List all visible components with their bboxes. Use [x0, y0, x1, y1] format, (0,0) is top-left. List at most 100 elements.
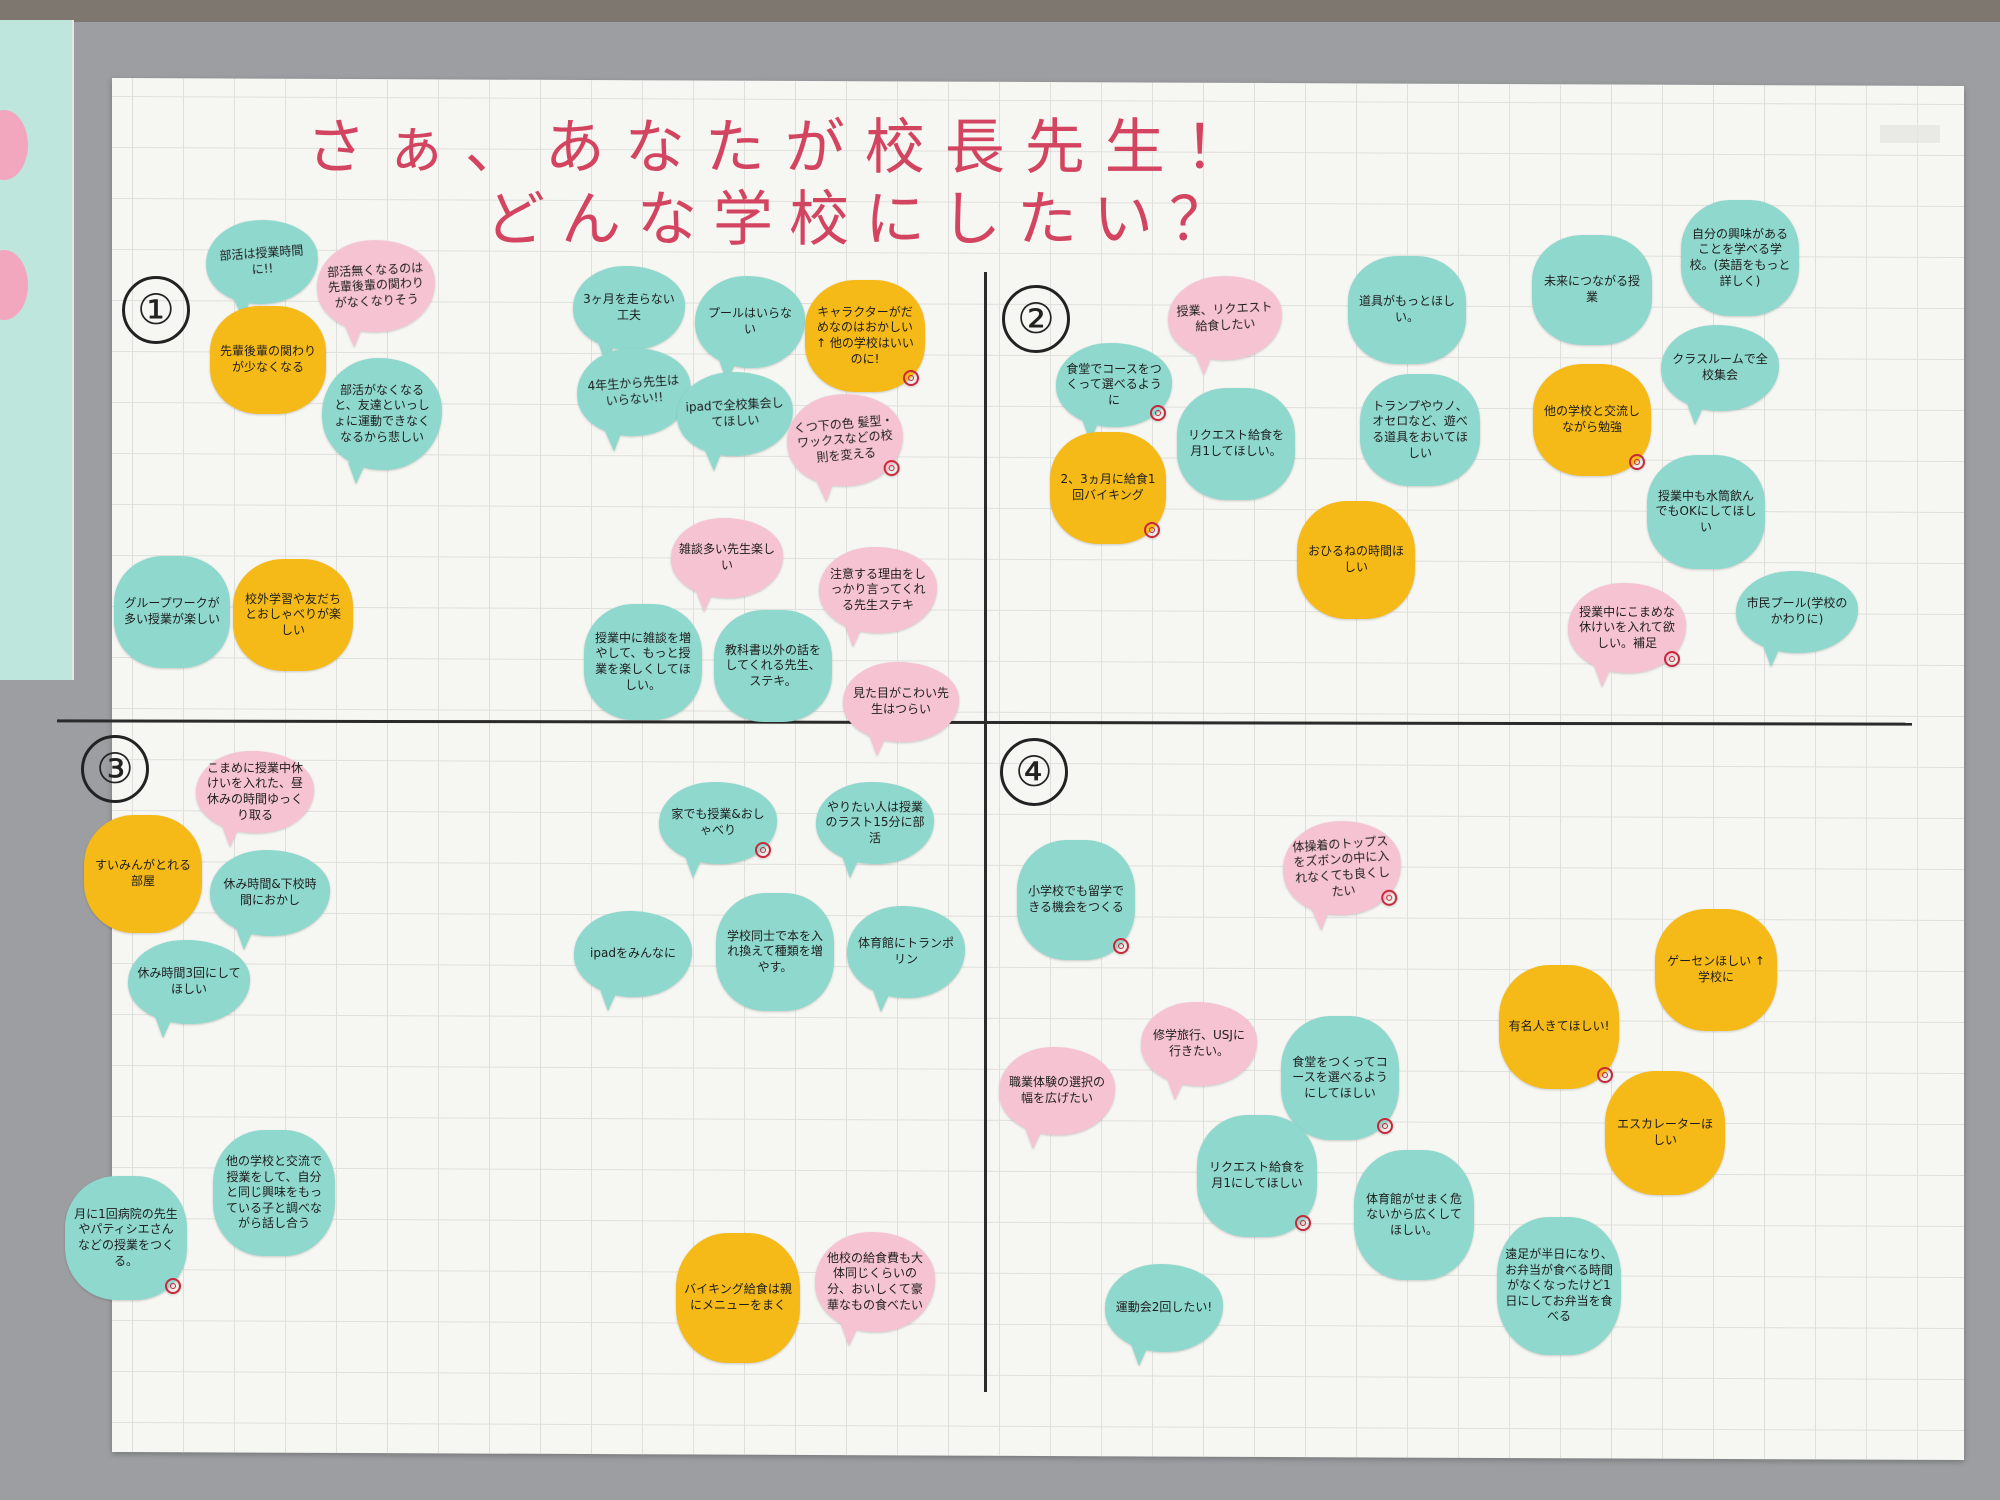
sticky-note: すいみんがとれる部屋 [84, 815, 202, 933]
speech-bubble-tail [841, 856, 860, 878]
speech-bubble-tail [841, 1324, 860, 1346]
speech-bubble-tail [1593, 665, 1612, 687]
sticky-note: トランプやウノ、オセロなど、遊べる道具をおいてほしい [1360, 374, 1480, 486]
sticky-note: 授業中にこまめな休けいを入れて欲しい。補足 [1568, 583, 1686, 687]
sticky-note: 他の学校と交流しながら勉強 [1533, 364, 1651, 476]
sticky-note-text: 他校の給食費も大体同じくらいの分、おいしくて豪華なもの食べたい [826, 1250, 923, 1312]
vertical-divider [984, 272, 987, 1392]
sticky-note-text: ipadで全校集会してほしい [685, 395, 784, 430]
sticky-note: ゲーセンほしい ↑ 学校に [1655, 909, 1777, 1031]
speech-bubble-tail [1311, 907, 1332, 932]
sticky-note-text: トランプやウノ、オセロなど、遊べる道具をおいてほしい [1372, 398, 1468, 460]
sticky-note: 授業中も水筒飲んでもOKにしてほしい [1647, 455, 1765, 569]
sticky-note-text: 休み時間3回にしてほしい [137, 966, 241, 996]
sticky-note-text: ipadをみんなに [590, 946, 676, 961]
sticky-note: 市民プール(学校のかわりに) [1736, 571, 1858, 667]
sticky-note-text: キャラクターがだめなのはおかしい ↑ 他の学校はいいのに! [816, 304, 914, 366]
speech-bubble-tail [844, 625, 863, 647]
sticky-note-text: リクエスト給食を月1にしてほしい [1208, 1160, 1305, 1190]
sticky-note: 道具がもっとほしい。 [1348, 256, 1466, 364]
sticky-note: 職業体験の選択の幅を広げたい [999, 1047, 1115, 1149]
sticky-note: 自分の興味があることを学べる学校。(英語をもっと詳しく) [1681, 200, 1799, 316]
sticky-note: こまめに授業中休けいを入れた、昼休みの時間ゆっくり取る [196, 751, 314, 847]
sticky-note-text: 4年生から先生はいらない!! [587, 373, 680, 408]
sticky-note-text: おひるねの時間ほしい [1307, 544, 1404, 574]
poster-title-line2: どんな学校にしたい？ [485, 185, 1245, 255]
speech-bubble-tail [604, 428, 625, 453]
sticky-note-text: バイキング給食は親にメニューをまく [684, 1282, 792, 1312]
sticky-note: 体育館にトランポリン [847, 906, 965, 1012]
sticky-note-text: 他の学校と交流で授業をして、自分と同じ興味をもっている子と調べながら話し合う [225, 1154, 322, 1231]
sticky-note-text: 運動会2回したい! [1115, 1300, 1213, 1315]
sticky-note: 休み時間3回にしてほしい [128, 940, 250, 1038]
sticky-note-text: プールはいらない [707, 306, 792, 336]
speech-bubble-tail [1024, 1127, 1043, 1149]
sticky-note: 3ヶ月を走らない工夫 [573, 266, 685, 364]
sticky-note-text: グループワークが多い授業が楽しい [123, 596, 220, 626]
double-circle-icon [1597, 1067, 1613, 1083]
quadrant-number-4: ④ [1000, 738, 1068, 806]
sticky-note-text: 道具がもっとほしい。 [1358, 294, 1455, 324]
double-circle-icon [1144, 522, 1160, 538]
sticky-note-text: 他の学校と交流しながら勉強 [1543, 404, 1640, 434]
sticky-note: グループワークが多い授業が楽しい [114, 556, 230, 668]
speech-bubble-tail [1166, 1078, 1185, 1100]
sticky-note-text: 有名人きてほしい! [1508, 1019, 1610, 1034]
sticky-note: 有名人きてほしい! [1499, 965, 1619, 1089]
sticky-note: 食堂をつくってコースを選べるようにしてほしい [1281, 1016, 1399, 1140]
double-circle-icon [755, 842, 771, 858]
sticky-note-text: 家でも授業&おしゃべり [671, 807, 765, 837]
sticky-note-text: 3ヶ月を走らない工夫 [583, 292, 675, 322]
quadrant-number-3: ③ [81, 735, 149, 803]
sticky-note-text: クラスルームで全校集会 [1672, 352, 1768, 382]
sticky-note-text: 遠足が半日になり、お弁当が食べる時間がなくなったけど1日にしてお弁当を食べる [1505, 1247, 1614, 1324]
sticky-note: 部活がなくなると、友達といっしょに運動できなくなるから悲しい [322, 358, 442, 484]
sticky-note: リクエスト給食を月1にしてほしい [1197, 1115, 1317, 1237]
sticky-note: プールはいらない [695, 276, 805, 382]
quadrant-number-1: ① [122, 276, 190, 344]
speech-bubble-tail [1130, 1344, 1149, 1366]
double-circle-icon [1150, 405, 1166, 421]
sticky-note-text: こまめに授業中休けいを入れた、昼休みの時間ゆっくり取る [206, 760, 303, 822]
adjacent-sticky-note [0, 250, 28, 320]
sticky-note-text: 授業中も水筒飲んでもOKにしてほしい [1655, 488, 1757, 534]
sticky-note: おひるねの時間ほしい [1297, 501, 1415, 619]
speech-bubble-tail [684, 856, 703, 878]
sticky-note: 未来につながる授業 [1532, 235, 1652, 345]
sticky-note: やりたい人は授業のラスト15分に部活 [816, 782, 934, 878]
sticky-note-text: 食堂でコースをつくって選べるように [1066, 361, 1162, 407]
sticky-note: ipadをみんなに [574, 911, 692, 1011]
sticky-note: キャラクターがだめなのはおかしい ↑ 他の学校はいいのに! [805, 280, 925, 392]
sticky-note-text: 授業、リクエスト給食したい [1176, 299, 1273, 334]
sticky-note-text: 部活がなくなると、友達といっしょに運動できなくなるから悲しい [333, 382, 430, 444]
sticky-note-text: エスカレーターほしい [1616, 1117, 1713, 1147]
sticky-note: 他の学校と交流で授業をして、自分と同じ興味をもっている子と調べながら話し合う [213, 1130, 335, 1256]
sticky-note: 校外学習や友だちとおしゃべりが楽しい [233, 559, 353, 671]
speech-bubble-tail [599, 989, 618, 1011]
speech-bubble-tail [154, 1016, 173, 1038]
double-circle-icon [1295, 1215, 1311, 1231]
speech-bubble-tail [1194, 352, 1215, 376]
sticky-note: 雑談多い先生楽しい [671, 518, 783, 612]
sticky-note: 授業中に雑談を増やして、もっと授業を楽しくしてほしい。 [584, 604, 702, 720]
sticky-note-text: 2、3ヵ月に給食1回バイキング [1060, 472, 1156, 502]
sticky-note-text: 月に1回病院の先生やパティシエさんなどの授業をつくる。 [74, 1206, 178, 1268]
sticky-note-text: 体育館がせまく危ないから広くしてほしい。 [1365, 1191, 1462, 1237]
speech-bubble-tail [348, 462, 367, 484]
sticky-note-text: 市民プール(学校のかわりに) [1746, 596, 1848, 626]
sticky-note-text: 見た目がこわい先生はつらい [852, 686, 949, 716]
tape [1880, 125, 1940, 143]
sticky-note-text: 食堂をつくってコースを選べるようにしてほしい [1292, 1054, 1388, 1100]
sticky-note-text: 授業中に雑談を増やして、もっと授業を楽しくしてほしい。 [594, 630, 691, 692]
sticky-note-text: 部活無くなるのは先輩後輩の関わりがなくなりそう [326, 260, 425, 310]
sticky-note: 教科書以外の話をしてくれる先生、ステキ。 [714, 610, 832, 722]
sticky-note: 食堂でコースをつくって選べるように [1056, 343, 1172, 441]
speech-bubble-tail [815, 479, 836, 503]
adjacent-poster [0, 20, 74, 680]
double-circle-icon [903, 370, 919, 386]
sticky-note: 他校の給食費も大体同じくらいの分、おいしくて豪華なもの食べたい [815, 1232, 935, 1346]
speech-bubble-tail [236, 928, 255, 950]
sticky-note-text: ゲーセンほしい ↑ 学校に [1667, 954, 1765, 984]
poster-title-line1: さぁ、あなたが校長先生！ [306, 113, 1265, 183]
sticky-note-text: 休み時間&下校時間におかし [223, 877, 317, 907]
